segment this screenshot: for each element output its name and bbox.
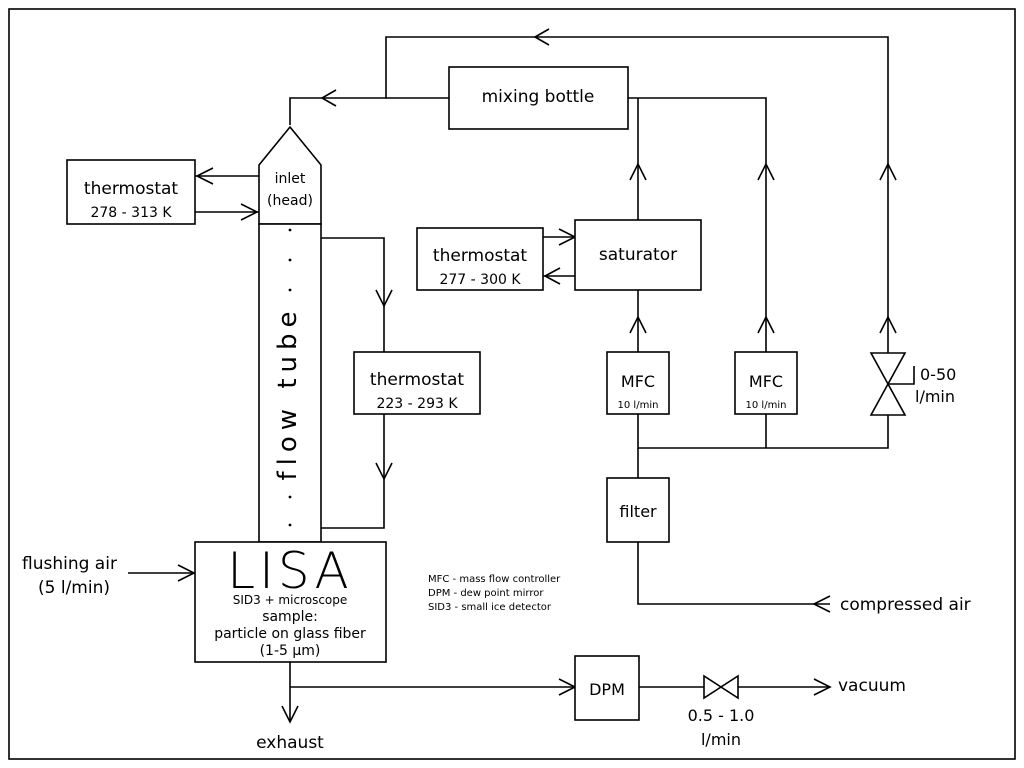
mfc-1: MFC 10 l/min [606,351,670,415]
inlet-label-1: inlet [275,171,306,187]
saturator: saturator [574,219,702,291]
dpm: DPM [574,655,640,721]
top-return-line [289,28,889,370]
filter: filter [606,477,670,543]
filter-label: filter [619,502,657,521]
mixing-bottle: mixing bottle [448,66,629,130]
mfc-2: MFC 10 l/min [734,351,798,415]
dpm-label: DPM [589,680,625,699]
lisa-title: LISA [227,542,352,600]
mfc1-label: MFC [621,372,655,391]
vacuum-valve-range-1: 0.5 - 1.0 [688,706,755,725]
lisa-line-2: sample: [262,609,318,625]
legend-item: DPM - dew point mirror [428,588,544,599]
flushing-air-label-1: flushing air [22,554,117,574]
thermostat-saturator: thermostat 277 - 300 K [416,227,544,291]
lisa-line-1: SID3 + microscope [233,593,348,607]
thermostat-flowtube: thermostat 223 - 293 K [353,351,481,415]
thermostat-saturator-range: 277 - 300 K [439,272,521,288]
valve-range-2: l/min [915,387,955,406]
diagram-frame [8,8,1016,760]
flow-tube: flow tube [258,223,322,543]
lisa-line-3: particle on glass fiber [214,626,366,642]
legend-item: MFC - mass flow controller [428,574,561,585]
mixing-bottle-label: mixing bottle [482,87,595,107]
lisa-line-4: (1-5 μm) [260,643,321,659]
mfc2-rate: 10 l/min [746,400,787,411]
mfc1-rate: 10 l/min [618,400,659,411]
mfc2-label: MFC [749,372,783,391]
thermostat-flowtube-title: thermostat [370,370,464,390]
thermostat-flowtube-range: 223 - 293 K [376,396,458,412]
compressed-air-label: compressed air [840,595,971,615]
legend: MFC - mass flow controller DPM - dew poi… [428,574,561,613]
valve-0-50: 0-50 l/min [869,352,956,416]
legend-item: SID3 - small ice detector [428,602,552,613]
flushing-air-label-2: (5 l/min) [38,578,110,598]
vacuum-label: vacuum [838,676,906,696]
flow-tube-label: flow tube [273,306,303,481]
saturator-label: saturator [599,245,677,265]
thermostat-inlet: thermostat 278 - 313 K [66,159,196,225]
exhaust-label: exhaust [256,733,324,753]
valve-range-1: 0-50 [920,365,956,384]
mfc2-to-mixing-line [628,97,767,352]
thermostat-inlet-range: 278 - 313 K [90,205,172,221]
vacuum-valve-range-2: l/min [701,730,741,749]
thermostat-inlet-title: thermostat [84,179,178,199]
inlet-head: inlet (head) [258,125,322,225]
inlet-label-2: (head) [267,193,313,209]
vacuum-valve: 0.5 - 1.0 l/min [688,674,755,749]
thermostat-saturator-title: thermostat [433,246,527,266]
lisa-chamber: LISA SID3 + microscope sample: particle … [194,541,387,663]
